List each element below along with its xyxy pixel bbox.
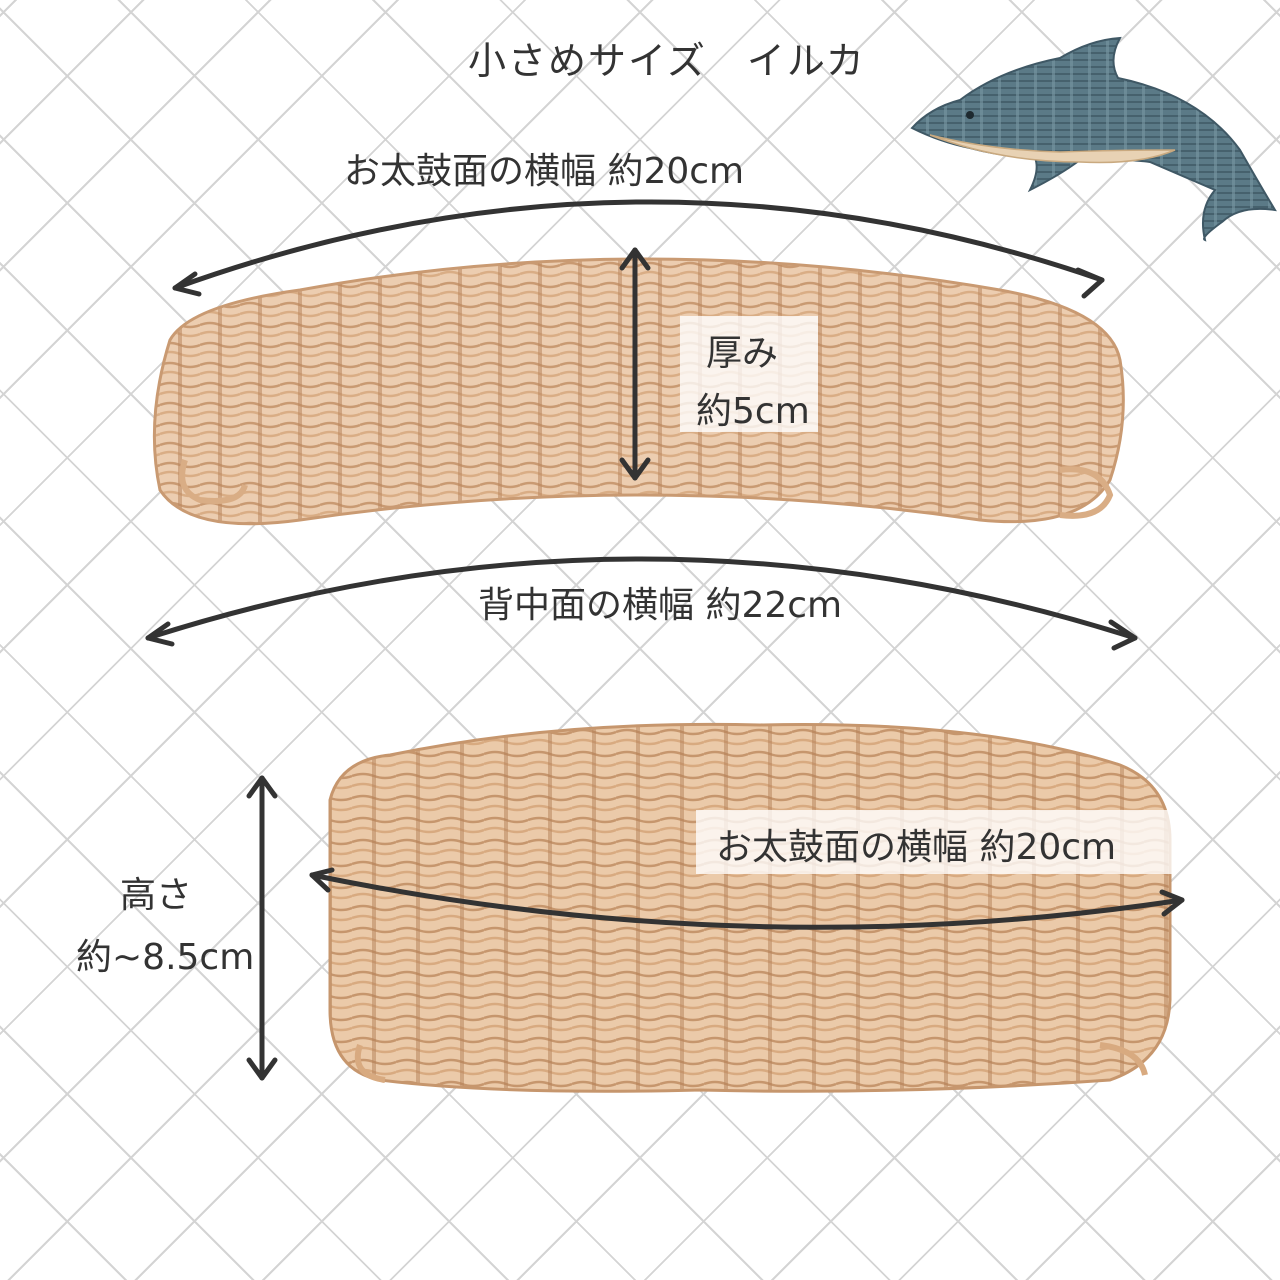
front-width-label-box [696, 810, 1172, 874]
height-label-line2: 約~8.5cm [76, 937, 255, 978]
top-width-label: お太鼓面の横幅 約20cm [344, 151, 745, 192]
height-label-line1: 高さ [120, 875, 193, 916]
back-width-label: 背中面の横幅 約22cm [478, 585, 843, 626]
thickness-label-line2: 約5cm [696, 391, 810, 432]
dolphin-icon [910, 36, 1277, 242]
back-width-arrow [145, 556, 1138, 641]
thickness-label-box [680, 316, 818, 432]
thickness-label-line1: 厚み [706, 333, 779, 374]
bottom-basket-image [328, 722, 1172, 1093]
front-width-arrow [309, 872, 1185, 930]
page-title: 小さめサイズ イルカ [468, 39, 866, 83]
top-basket-image [152, 257, 1125, 526]
top-width-arrow [172, 199, 1105, 291]
front-width-label: お太鼓面の横幅 約20cm [716, 827, 1117, 868]
